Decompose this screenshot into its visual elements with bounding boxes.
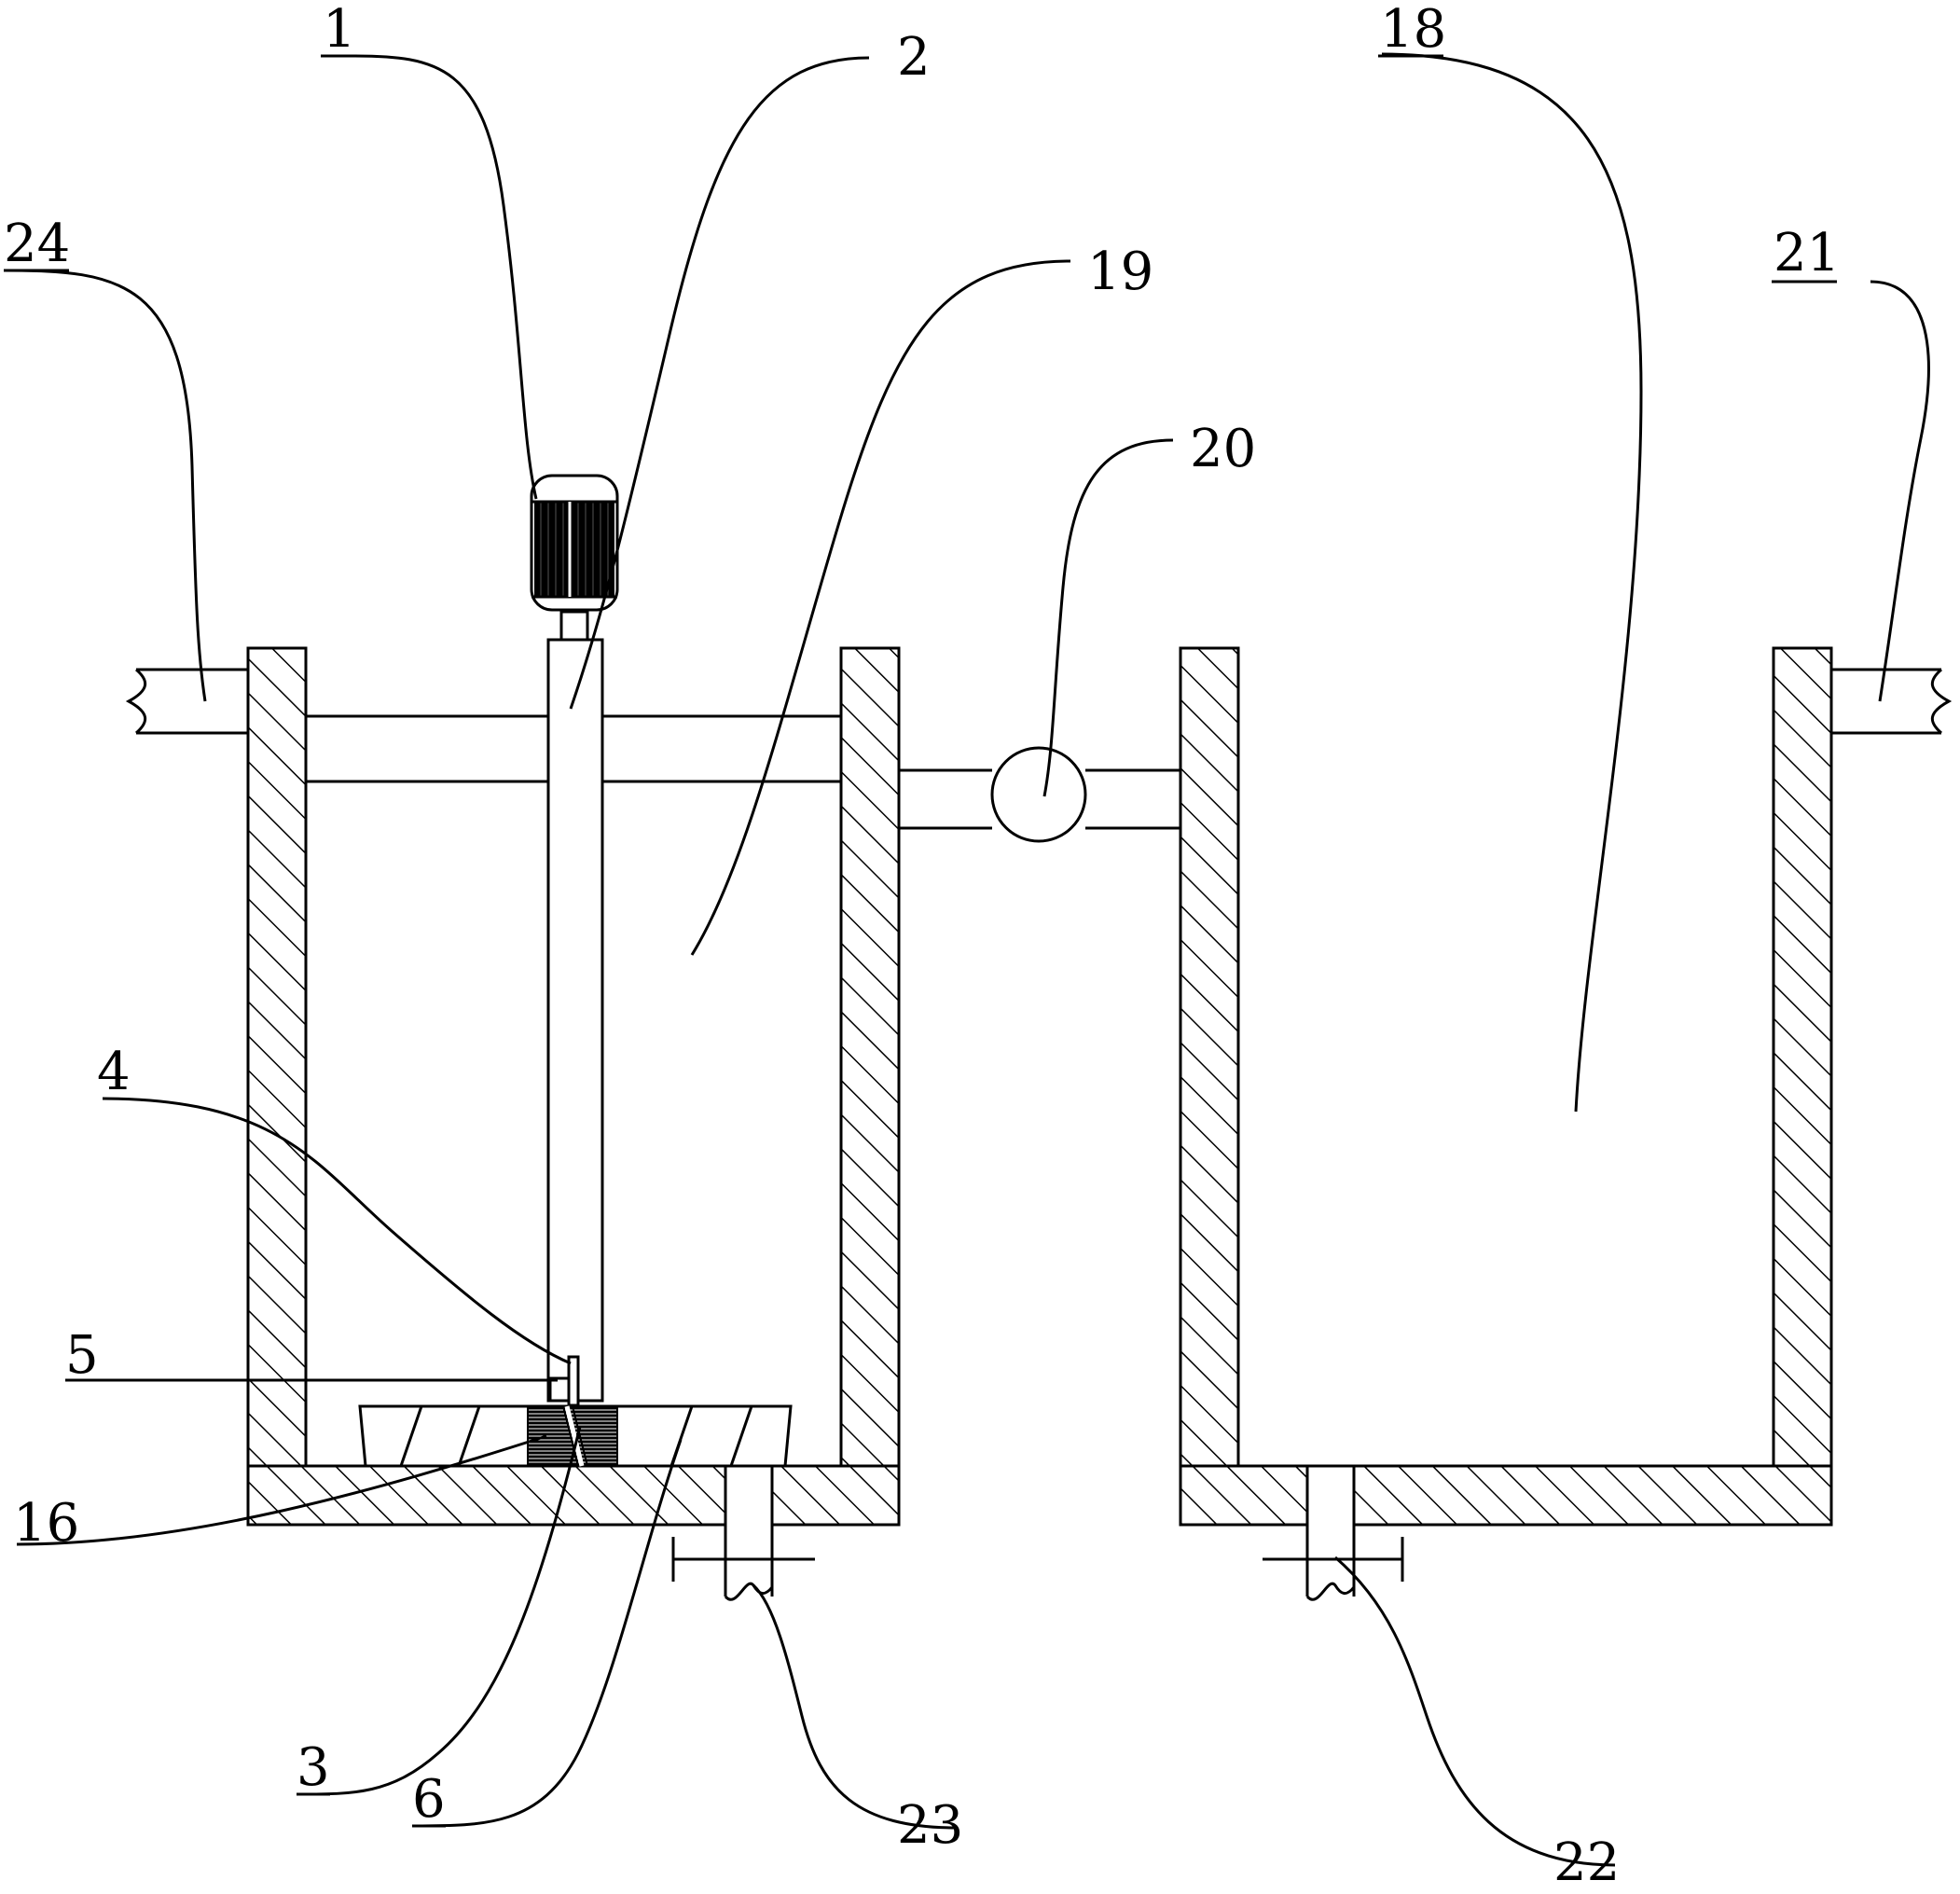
label-1: 1 [323,0,356,60]
label-18: 18 [1380,0,1446,60]
label-16: 16 [13,1493,79,1554]
leader-6 [413,1439,683,1828]
label-22: 22 [1553,1832,1620,1893]
label-20: 20 [1190,419,1256,479]
leader-21 [1870,280,1930,702]
leader-20 [1042,438,1174,797]
left-tank-right-wall [839,646,901,1527]
left-outlet [671,1466,815,1601]
right-tank-bottom [1179,1464,1833,1527]
leader-24 [3,269,207,702]
label-21: 21 [1774,223,1840,283]
right-tank-right-wall [1772,646,1833,1527]
leader-23 [752,1583,958,1830]
first-tank [246,646,901,1527]
pump [990,746,1087,843]
motor [530,474,619,642]
label-6: 6 [412,1769,446,1830]
label-19: 19 [1087,242,1153,302]
shaft [546,638,604,1403]
right-tank-left-wall [1179,646,1240,1527]
leader-18 [1381,52,1643,1113]
label-24: 24 [4,214,70,274]
connection-pipe [899,746,1180,843]
leader-4 [102,1097,572,1365]
leader-2 [569,56,870,710]
left-tank-left-wall [246,646,308,1527]
leader-1 [352,54,538,500]
label-23: 23 [897,1795,963,1856]
leader-19 [690,259,1071,956]
leader-3 [297,1426,582,1796]
leader-22 [1334,1555,1616,1867]
label-5: 5 [65,1325,99,1386]
label-3: 3 [297,1737,330,1798]
label-2: 2 [897,27,931,88]
second-tank [1179,646,1833,1527]
impeller [358,1404,793,1468]
right-pipe [1831,668,1953,735]
left-pipe [125,668,248,735]
leader-16 [16,1434,547,1546]
label-4: 4 [97,1042,131,1102]
